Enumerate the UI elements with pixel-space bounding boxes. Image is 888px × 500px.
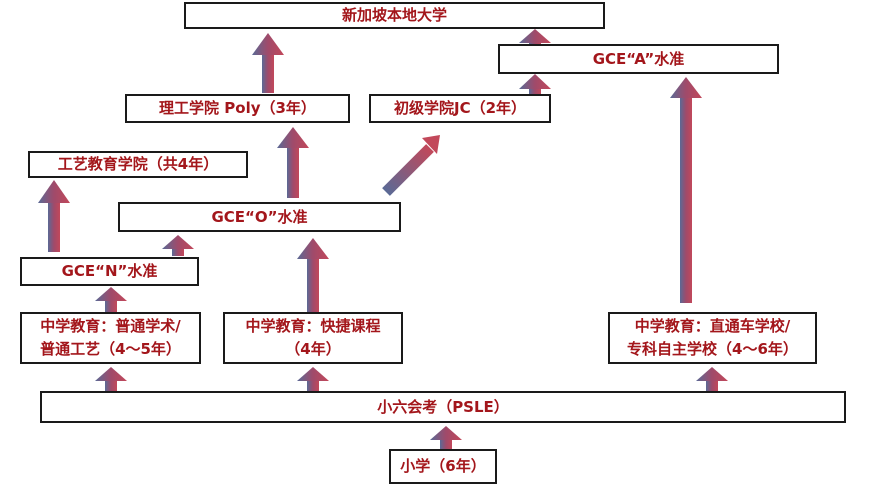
node-normal-stream: 中学教育：普通学术/ 普通工艺（4～5年）	[20, 312, 201, 364]
node-express-stream-line1: 中学教育：快捷课程	[245, 317, 381, 335]
arrow-normal-to-n-level	[95, 287, 127, 312]
node-gce-n-level: GCE“N”水准	[20, 257, 199, 286]
node-express-stream-line2: （4年）	[285, 340, 341, 358]
arrow-psle-to-express	[297, 367, 329, 392]
arrow-ip-to-a-level	[670, 77, 702, 303]
node-psle: 小六会考（PSLE）	[40, 391, 846, 423]
arrow-n-level-to-ite	[38, 180, 70, 252]
arrow-psle-to-normal	[95, 367, 127, 392]
node-primary: 小学（6年）	[389, 449, 497, 484]
arrow-express-to-o-level	[297, 238, 329, 312]
node-gce-a-level: GCE“A”水准	[498, 44, 779, 74]
node-ip-stream-line1: 中学教育：直通车学校/	[634, 317, 791, 335]
node-polytechnic: 理工学院 Poly（3年）	[125, 94, 350, 123]
node-express-stream: 中学教育：快捷课程 （4年）	[223, 312, 403, 364]
node-ite: 工艺教育学院（共4年）	[28, 151, 248, 178]
node-ip-stream: 中学教育：直通车学校/ 专科自主学校（4～6年）	[608, 312, 817, 364]
arrow-poly-to-university	[252, 33, 284, 93]
arrow-a-level-to-university	[519, 29, 551, 44]
arrow-n-level-to-o-level	[162, 235, 194, 256]
node-gce-o-level: GCE“O”水准	[118, 202, 401, 232]
node-normal-stream-line2: 普通工艺（4～5年）	[40, 340, 181, 358]
arrow-jc-to-a-level	[519, 74, 551, 94]
node-junior-college: 初级学院JC（2年）	[369, 94, 551, 123]
node-local-university: 新加坡本地大学	[184, 2, 605, 29]
node-normal-stream-line1: 中学教育：普通学术/	[40, 317, 181, 335]
arrow-o-level-to-poly	[277, 127, 309, 198]
node-ip-stream-line2: 专科自主学校（4～6年）	[627, 340, 798, 358]
arrow-psle-to-ip	[696, 367, 728, 392]
arrow-o-level-to-jc	[382, 135, 440, 196]
